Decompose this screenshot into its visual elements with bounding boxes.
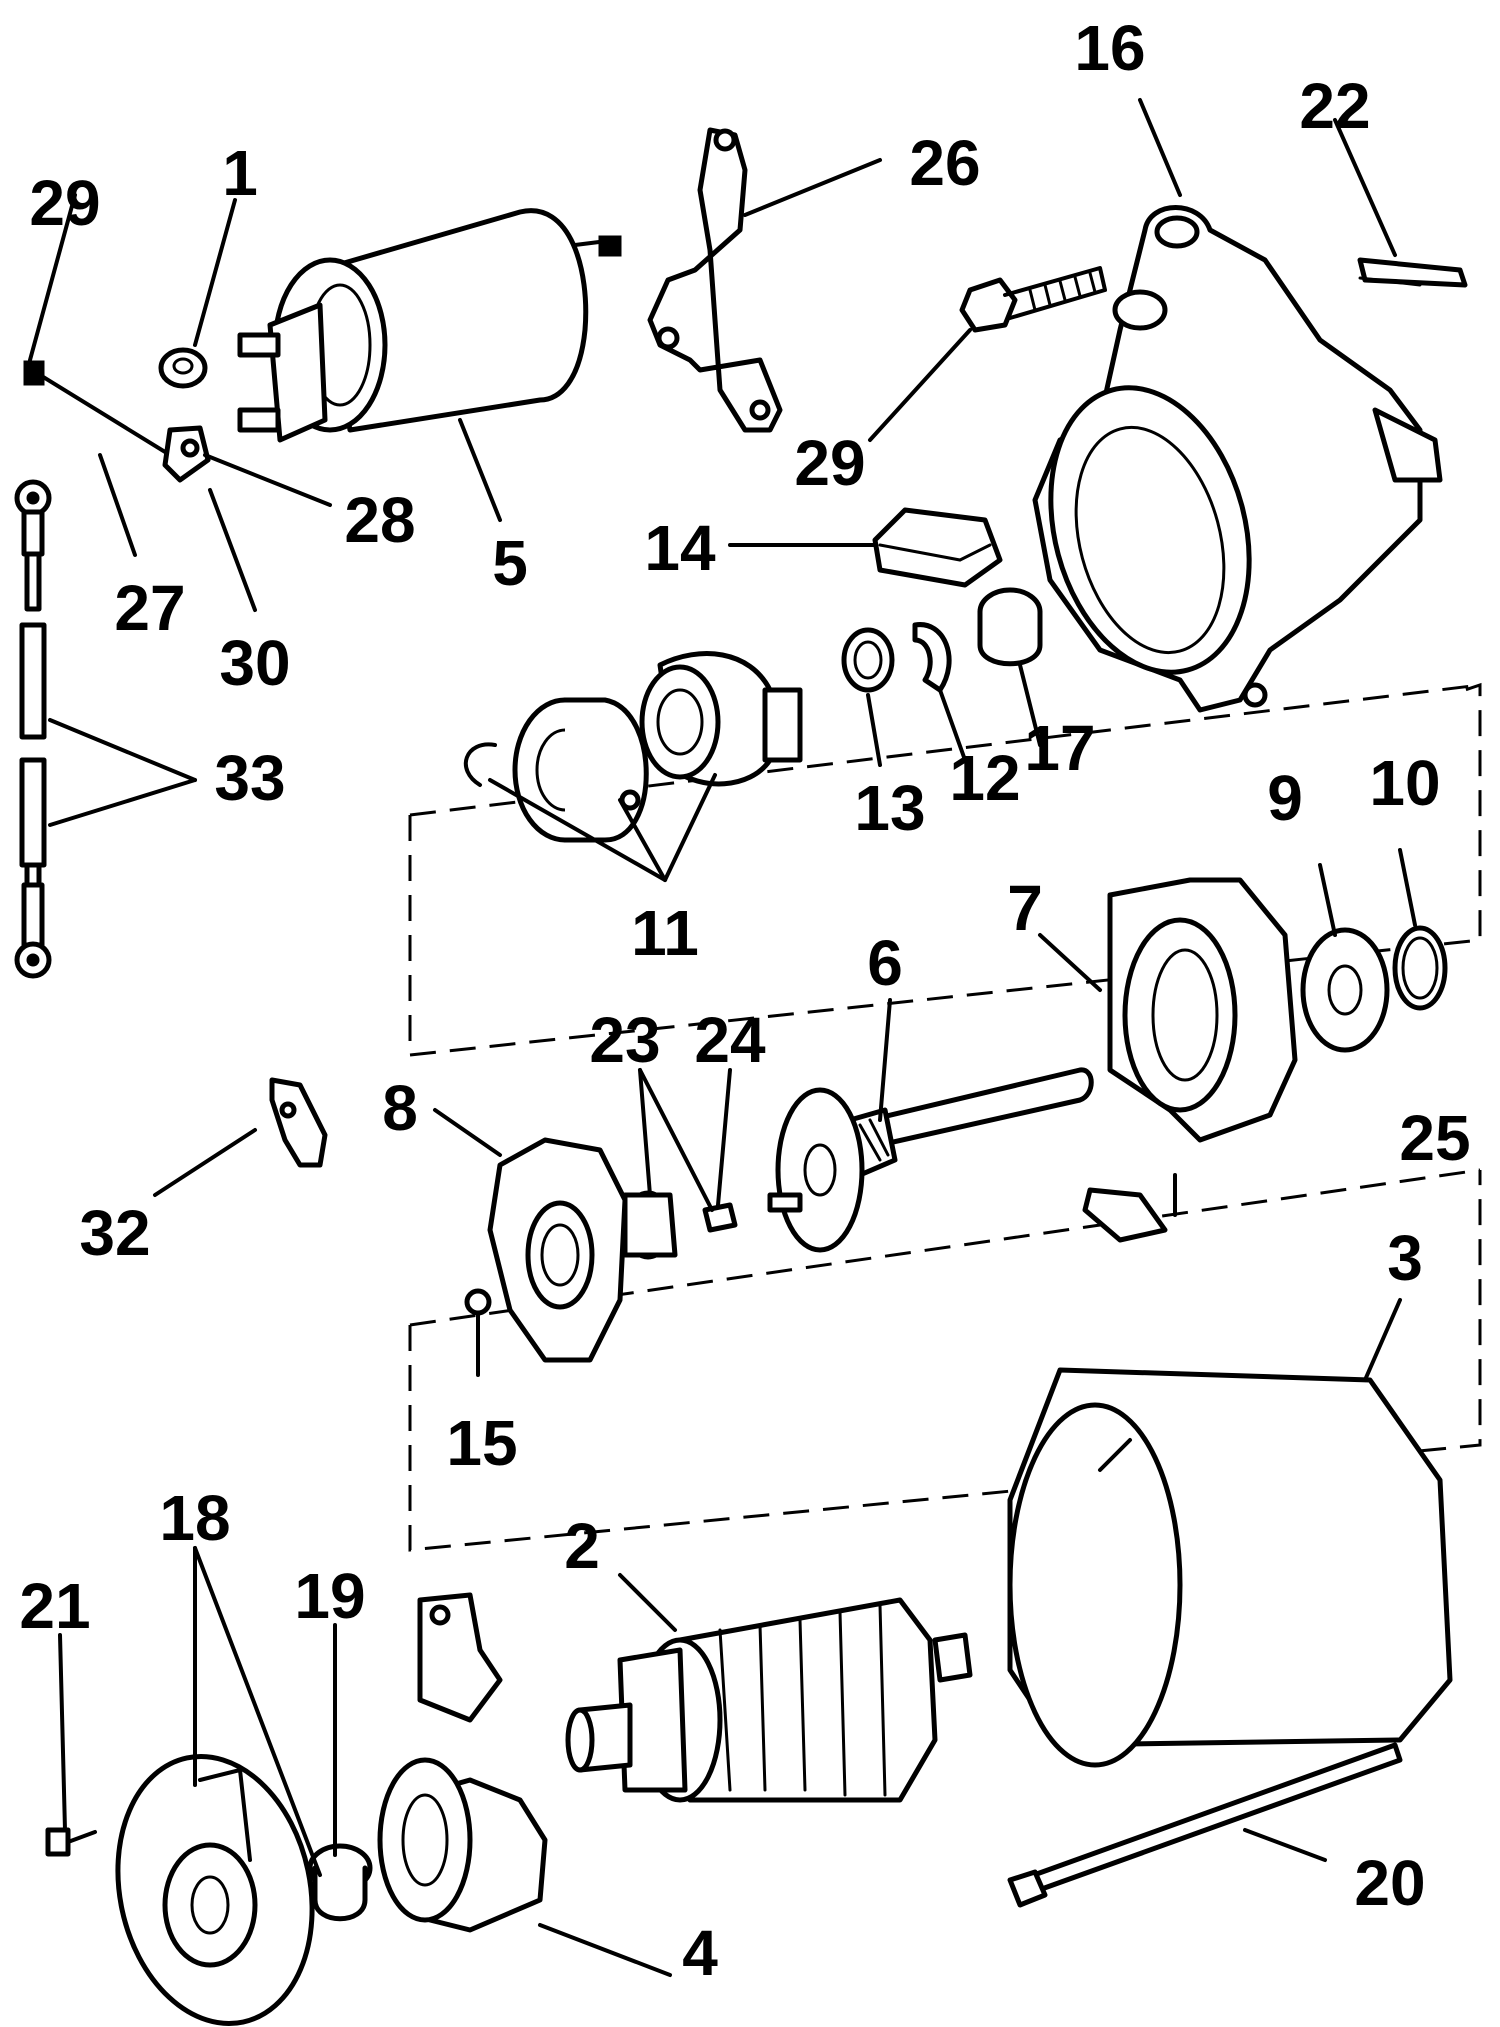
part-13-ring [841, 627, 895, 693]
callout-9-washer: 9 [1267, 762, 1303, 834]
callout-14-brush: 14 [644, 512, 716, 584]
callout-16-drive-housing: 16 [1074, 12, 1145, 84]
part-10-ring [1392, 925, 1448, 1011]
part-20-through-bolt [1007, 1742, 1403, 1908]
part-2-armature [565, 1597, 973, 1803]
part-4-brush-holder [377, 1592, 548, 1933]
part-1-nut [158, 347, 208, 389]
part-12-clip [912, 622, 952, 693]
part-33-lead-wires [14, 479, 52, 979]
part-32-tab [269, 1077, 328, 1168]
part-15-ball [464, 1288, 492, 1316]
part-28-30-terminal [162, 425, 211, 483]
callout-20-through-bolt: 20 [1354, 1847, 1425, 1919]
part-23-planet-gear [622, 1190, 678, 1260]
callout-28-terminal: 28 [344, 484, 415, 556]
callout-10-ring: 10 [1369, 747, 1440, 819]
callout-12-clip: 12 [949, 742, 1020, 814]
part-21-screw [45, 1827, 97, 1857]
callout-labels: 29 1 26 16 22 29 28 5 27 30 14 33 13 12 … [19, 12, 1470, 1989]
part-7-internal-gear [1107, 877, 1298, 1143]
part-16-drive-housing [1032, 205, 1443, 713]
part-9-washer [1300, 927, 1390, 1053]
part-26-shift-lever [647, 127, 783, 433]
part-11-retainer-clip [463, 742, 497, 787]
callout-1-nut: 1 [222, 137, 258, 209]
callout-21-screw: 21 [19, 1570, 90, 1642]
part-29-bolt [959, 266, 1107, 333]
part-18-end-cover [115, 1753, 315, 2027]
part-11-pinion-clutch [639, 651, 803, 787]
part-19-bushing [307, 1843, 373, 1922]
callout-5-solenoid: 5 [492, 527, 528, 599]
callout-26-shift-lever: 26 [909, 127, 980, 199]
callout-24-pin: 24 [694, 1004, 766, 1076]
part-6-planetary-shaft [767, 1067, 1094, 1253]
callout-29-screw: 29 [29, 167, 100, 239]
callout-7-internal-gear: 7 [1007, 872, 1043, 944]
part-22-long-screw [1357, 257, 1468, 288]
part-5-solenoid [237, 208, 622, 443]
callout-19-bushing: 19 [294, 1560, 365, 1632]
callout-18-end-cover: 18 [159, 1482, 230, 1554]
part-8-plate [487, 1137, 628, 1363]
part-17-bushing [977, 587, 1043, 667]
part-11-drive-collar [512, 697, 649, 843]
callout-8-plate: 8 [382, 1072, 418, 1144]
callout-23-planet-gear: 23 [589, 1004, 660, 1076]
part-3-yoke [1007, 1367, 1453, 1768]
callout-4-brush-holder: 4 [682, 1917, 718, 1989]
leader-lines [28, 98, 1417, 1977]
callout-11-drive-assembly: 11 [631, 897, 699, 969]
callout-15-ball: 15 [446, 1407, 517, 1479]
part-14-brush [872, 507, 1003, 588]
callout-33-lead-wires: 33 [214, 742, 285, 814]
callout-32-tab: 32 [79, 1197, 150, 1269]
callout-17-bushing: 17 [1024, 712, 1095, 784]
callout-2-armature: 2 [564, 1510, 600, 1582]
callout-29-bolt: 29 [794, 427, 865, 499]
callout-6-shaft: 6 [867, 927, 903, 999]
callout-22-long-screw: 22 [1299, 70, 1370, 142]
callout-3-yoke: 3 [1387, 1222, 1423, 1294]
callout-25-small-brush: 25 [1399, 1102, 1470, 1174]
callout-13-ring: 13 [854, 772, 925, 844]
callout-30-terminal: 30 [219, 627, 290, 699]
part-25-small-brush [1082, 1187, 1168, 1243]
callout-27-wire: 27 [114, 572, 185, 644]
part-29-screw-small [23, 360, 172, 457]
